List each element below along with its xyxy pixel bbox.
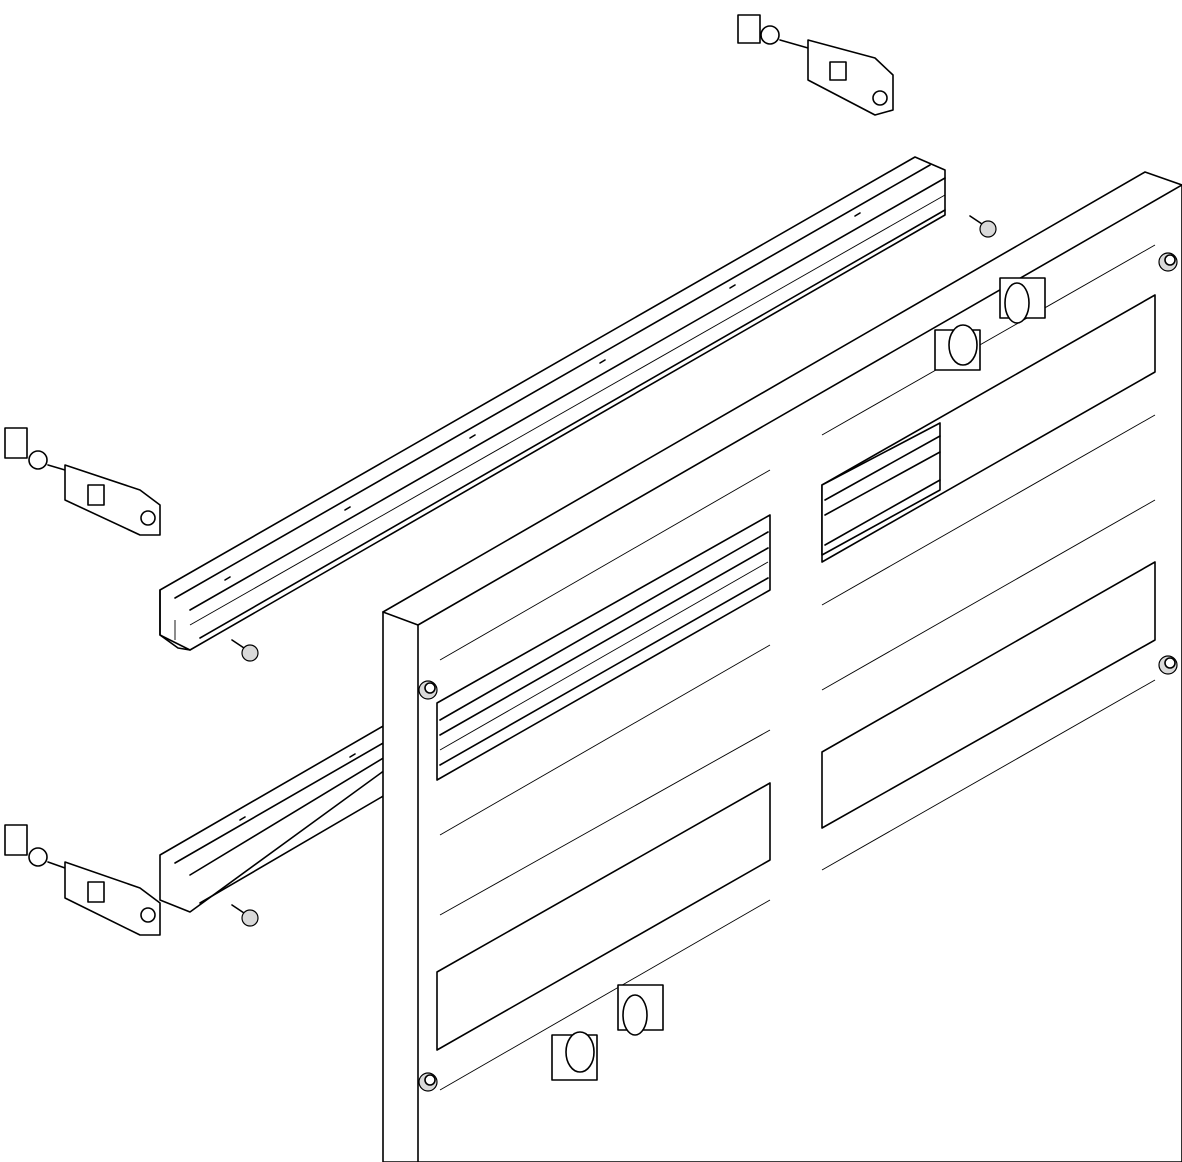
- front-cover-panel: [382, 171, 1182, 1162]
- panel-screw-bottom-left: [418, 1072, 438, 1092]
- loose-screw-upper-rail: [231, 639, 259, 662]
- lower-din-rail: [159, 724, 386, 913]
- panel-screw-mid-right: [1158, 655, 1178, 675]
- rail-connector-bottom: [4, 824, 161, 936]
- window-left-lower: [436, 782, 771, 1051]
- upper-din-rail: [159, 156, 946, 651]
- panel-screw-top-right: [1158, 252, 1178, 272]
- panel-screw-top-left: [418, 680, 438, 700]
- loose-screw-lower-rail: [231, 904, 259, 927]
- rail-connector-top: [737, 14, 894, 116]
- loose-screw-top: [969, 215, 997, 238]
- rail-in-window-right: [821, 422, 941, 556]
- panel-clip-top: [934, 277, 1046, 371]
- window-right-lower: [821, 561, 1156, 829]
- rail-slots: [224, 212, 861, 581]
- panel-guide-lines: [439, 244, 1156, 1091]
- panel-clip-bottom: [551, 984, 664, 1081]
- window-left-upper: [436, 514, 771, 781]
- rail-connector-middle: [4, 427, 161, 536]
- rail-in-window-left: [439, 531, 769, 766]
